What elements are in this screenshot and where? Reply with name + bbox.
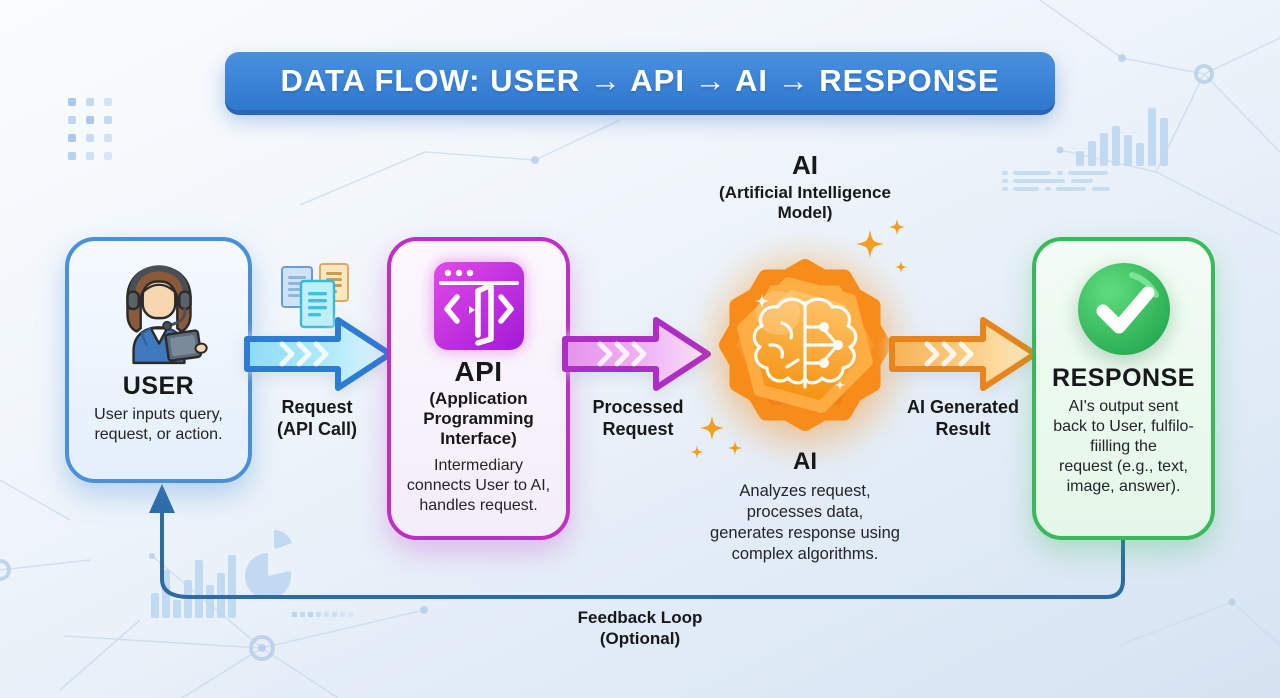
ai-top-label: AI (Artificial Intelligence Model)	[680, 150, 930, 224]
response-node: RESPONSE AI's output sent back to User, …	[1032, 237, 1215, 540]
feedback-loop-label: Feedback Loop (Optional)	[577, 608, 703, 649]
ai-title: AI	[792, 150, 818, 180]
api-subtitle: (Application Programming Interface)	[423, 389, 534, 449]
api-node: API (Application Programming Interface) …	[387, 237, 570, 540]
check-icon	[1077, 263, 1170, 355]
dots-grid-icon	[68, 98, 112, 160]
code-window-icon	[433, 262, 524, 350]
response-description: AI's output sent back to User, fulfilo- …	[1053, 398, 1194, 496]
bar-chart-icon	[1076, 108, 1168, 166]
user-title: USER	[122, 372, 195, 400]
api-description: Intermediary connects User to AI, handle…	[406, 456, 551, 514]
documents-icon	[281, 263, 349, 329]
response-title: RESPONSE	[1052, 364, 1195, 392]
ai-subtitle: (Artificial Intelligence Model)	[719, 183, 891, 223]
title-text: DATA FLOW: USER → API → AI → RESPONSE	[280, 63, 1000, 98]
bar-chart-icon	[151, 555, 236, 618]
request-arrow-label: Request (API Call)	[276, 397, 357, 439]
request-arrow	[244, 317, 393, 391]
processed-request-arrow-label: Processed Request	[592, 397, 684, 439]
ai-bottom-title: AI	[793, 448, 817, 475]
pie-chart-icon	[245, 530, 292, 599]
brain-icon	[752, 297, 858, 389]
processed-request-arrow	[562, 317, 711, 391]
api-title: API	[454, 356, 503, 387]
result-arrow-label: AI Generated Result	[906, 397, 1020, 439]
ai-badge	[719, 259, 891, 431]
title-banner: DATA FLOW: USER → API → AI → RESPONSE	[225, 52, 1055, 110]
list-lines-icon	[1002, 171, 1110, 191]
dots-row-icon	[292, 612, 353, 617]
result-arrow	[889, 317, 1038, 391]
ai-bottom-description: Analyzes request, processes data, genera…	[710, 482, 900, 563]
arrow-up-icon	[149, 484, 175, 513]
user-description: User inputs query, request, or action.	[94, 406, 223, 444]
user-headset-icon	[125, 265, 208, 365]
ai-bottom-label: AI Analyzes request, processes data, gen…	[672, 448, 938, 565]
sparkle-icon	[690, 219, 907, 459]
sparkle-icon	[755, 294, 845, 390]
user-node: USER User inputs query, request, or acti…	[65, 237, 252, 483]
network-graph-icon	[0, 64, 1214, 661]
